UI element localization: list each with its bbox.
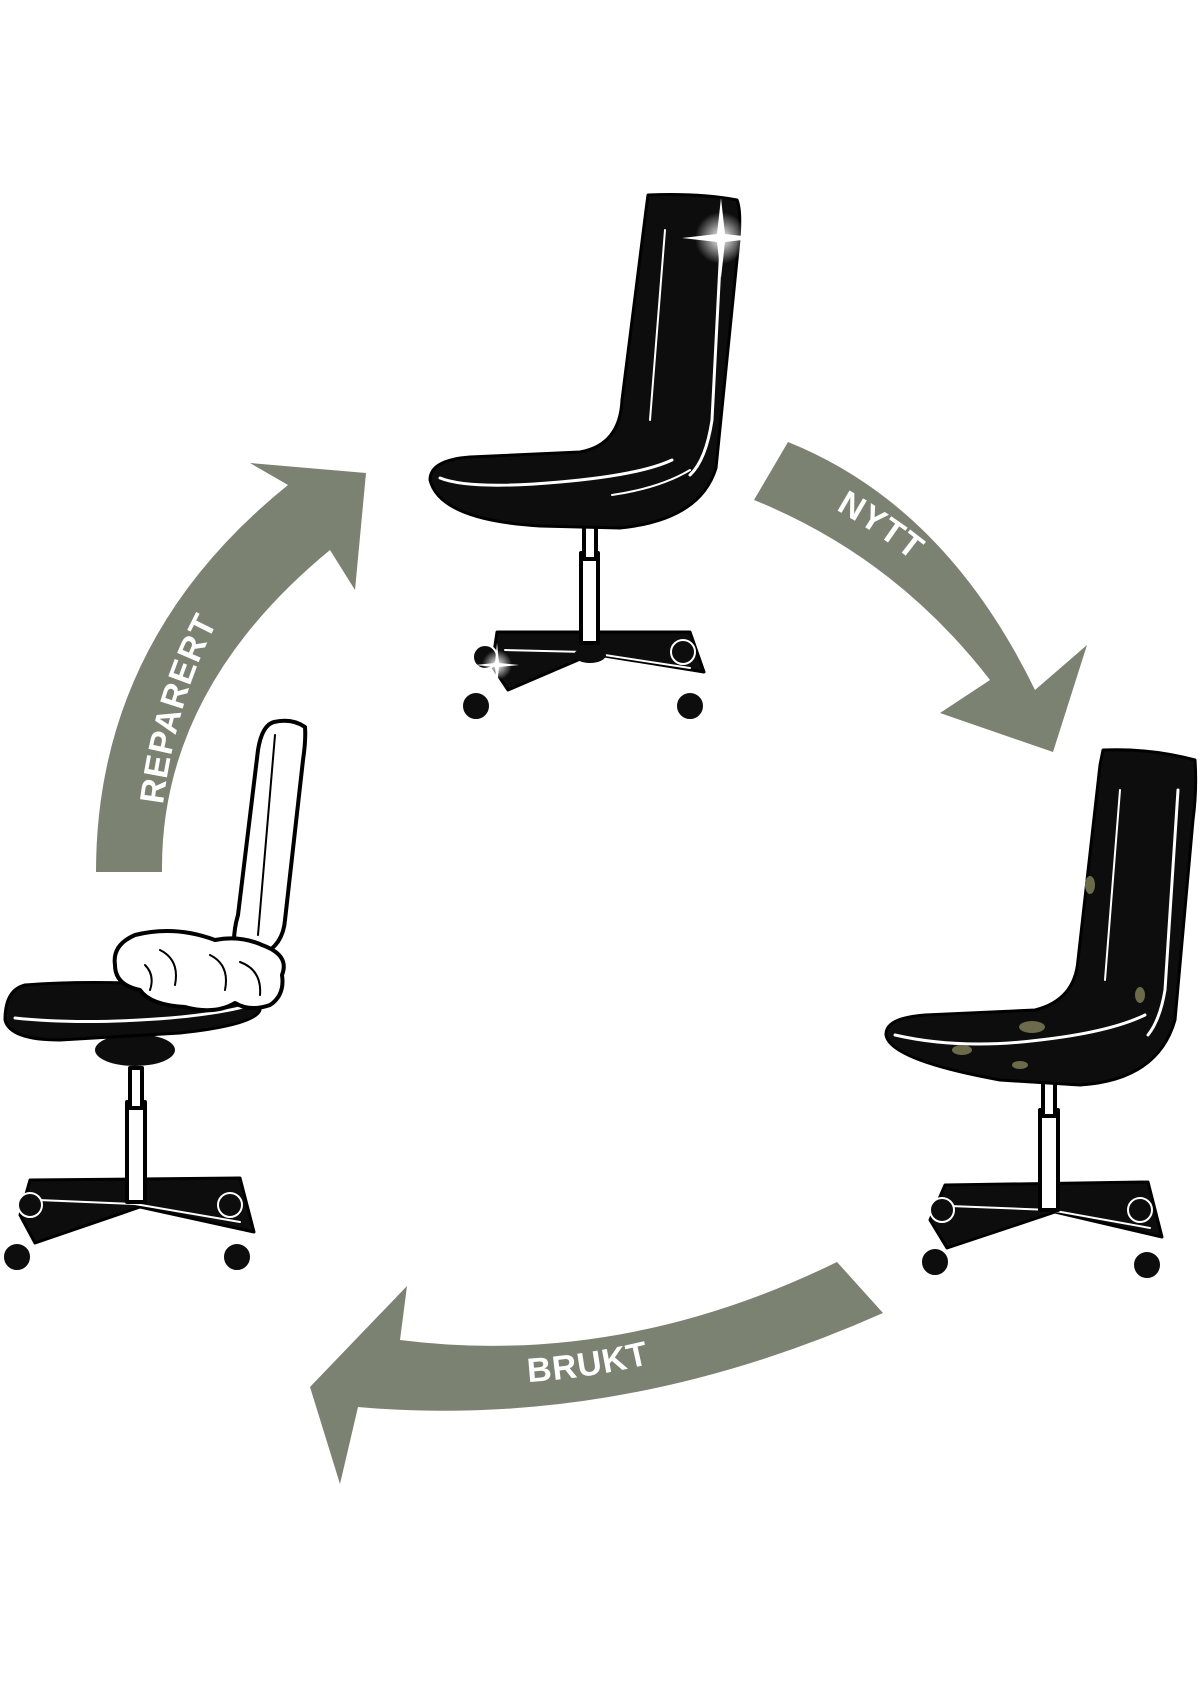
arrow-nytt: NYTT — [754, 442, 1087, 752]
new-chair-caster — [461, 691, 491, 721]
arrow-brukt: BRUKT — [310, 1262, 883, 1484]
worn-chair-base — [920, 1078, 1164, 1280]
worn-spots — [952, 876, 1145, 1069]
new-chair-caster — [670, 639, 696, 665]
worn-chair — [884, 748, 1198, 1280]
worn-chair-caster — [920, 1247, 950, 1277]
repaired-chair — [2, 718, 308, 1272]
worn-chair-shell — [884, 748, 1198, 1087]
sparkle-icon — [682, 198, 760, 278]
repaired-chair-base — [2, 1034, 256, 1272]
arrow-reparert: REPARERT — [96, 463, 366, 872]
worn-chair-caster — [1132, 1250, 1162, 1280]
new-chair-base — [461, 521, 706, 721]
worn-chair-caster — [1127, 1197, 1153, 1223]
repaired-chair-caster — [17, 1192, 43, 1218]
sparkle-icon — [475, 643, 519, 687]
arrow-nytt-band — [754, 442, 1087, 752]
worn-chair-caster — [929, 1197, 955, 1223]
repaired-chair-caster — [2, 1242, 32, 1272]
new-chair — [428, 193, 760, 721]
new-chair-caster — [675, 691, 705, 721]
repaired-chair-caster — [217, 1192, 243, 1218]
repaired-chair-backrest — [232, 718, 308, 957]
repaired-chair-cushion — [112, 929, 286, 1013]
arrow-brukt-band — [310, 1262, 883, 1484]
arrow-reparert-band — [96, 463, 366, 872]
repaired-chair-caster — [222, 1242, 252, 1272]
new-chair-shell — [428, 193, 742, 530]
